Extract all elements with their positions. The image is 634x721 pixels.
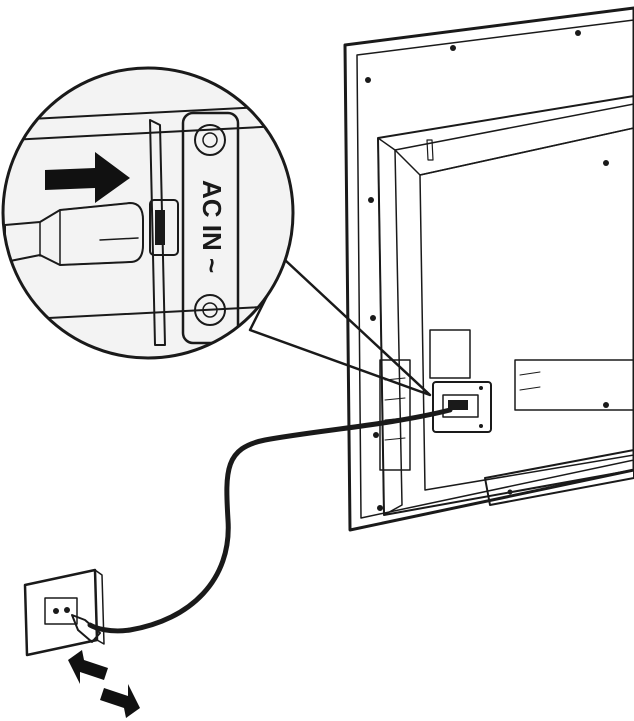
push-arrow-icon xyxy=(45,152,130,203)
bezel-screw xyxy=(575,30,581,36)
bottom-stand-slot xyxy=(484,449,634,506)
insert-remove-arrows-icon xyxy=(68,650,108,684)
power-plug xyxy=(4,202,144,266)
wall-outlet xyxy=(23,568,140,718)
bezel-screw xyxy=(450,45,456,51)
zoom-callout: AC IN ~ xyxy=(1,66,432,397)
tv-power-socket xyxy=(432,381,492,433)
tv-back-panel xyxy=(343,6,634,532)
housing-screw xyxy=(603,402,609,408)
bezel-screw xyxy=(373,432,379,438)
housing-screw xyxy=(603,160,609,166)
bezel-screw xyxy=(365,77,371,83)
ac-in-label: AC IN ~ xyxy=(197,180,227,273)
side-jack-panel xyxy=(379,359,411,471)
bezel-screw xyxy=(368,197,374,203)
bezel-screw xyxy=(370,315,376,321)
rear-label xyxy=(429,329,471,379)
bezel-screw xyxy=(377,505,383,511)
ac-socket xyxy=(149,199,179,256)
rear-connector-strip xyxy=(514,359,634,411)
